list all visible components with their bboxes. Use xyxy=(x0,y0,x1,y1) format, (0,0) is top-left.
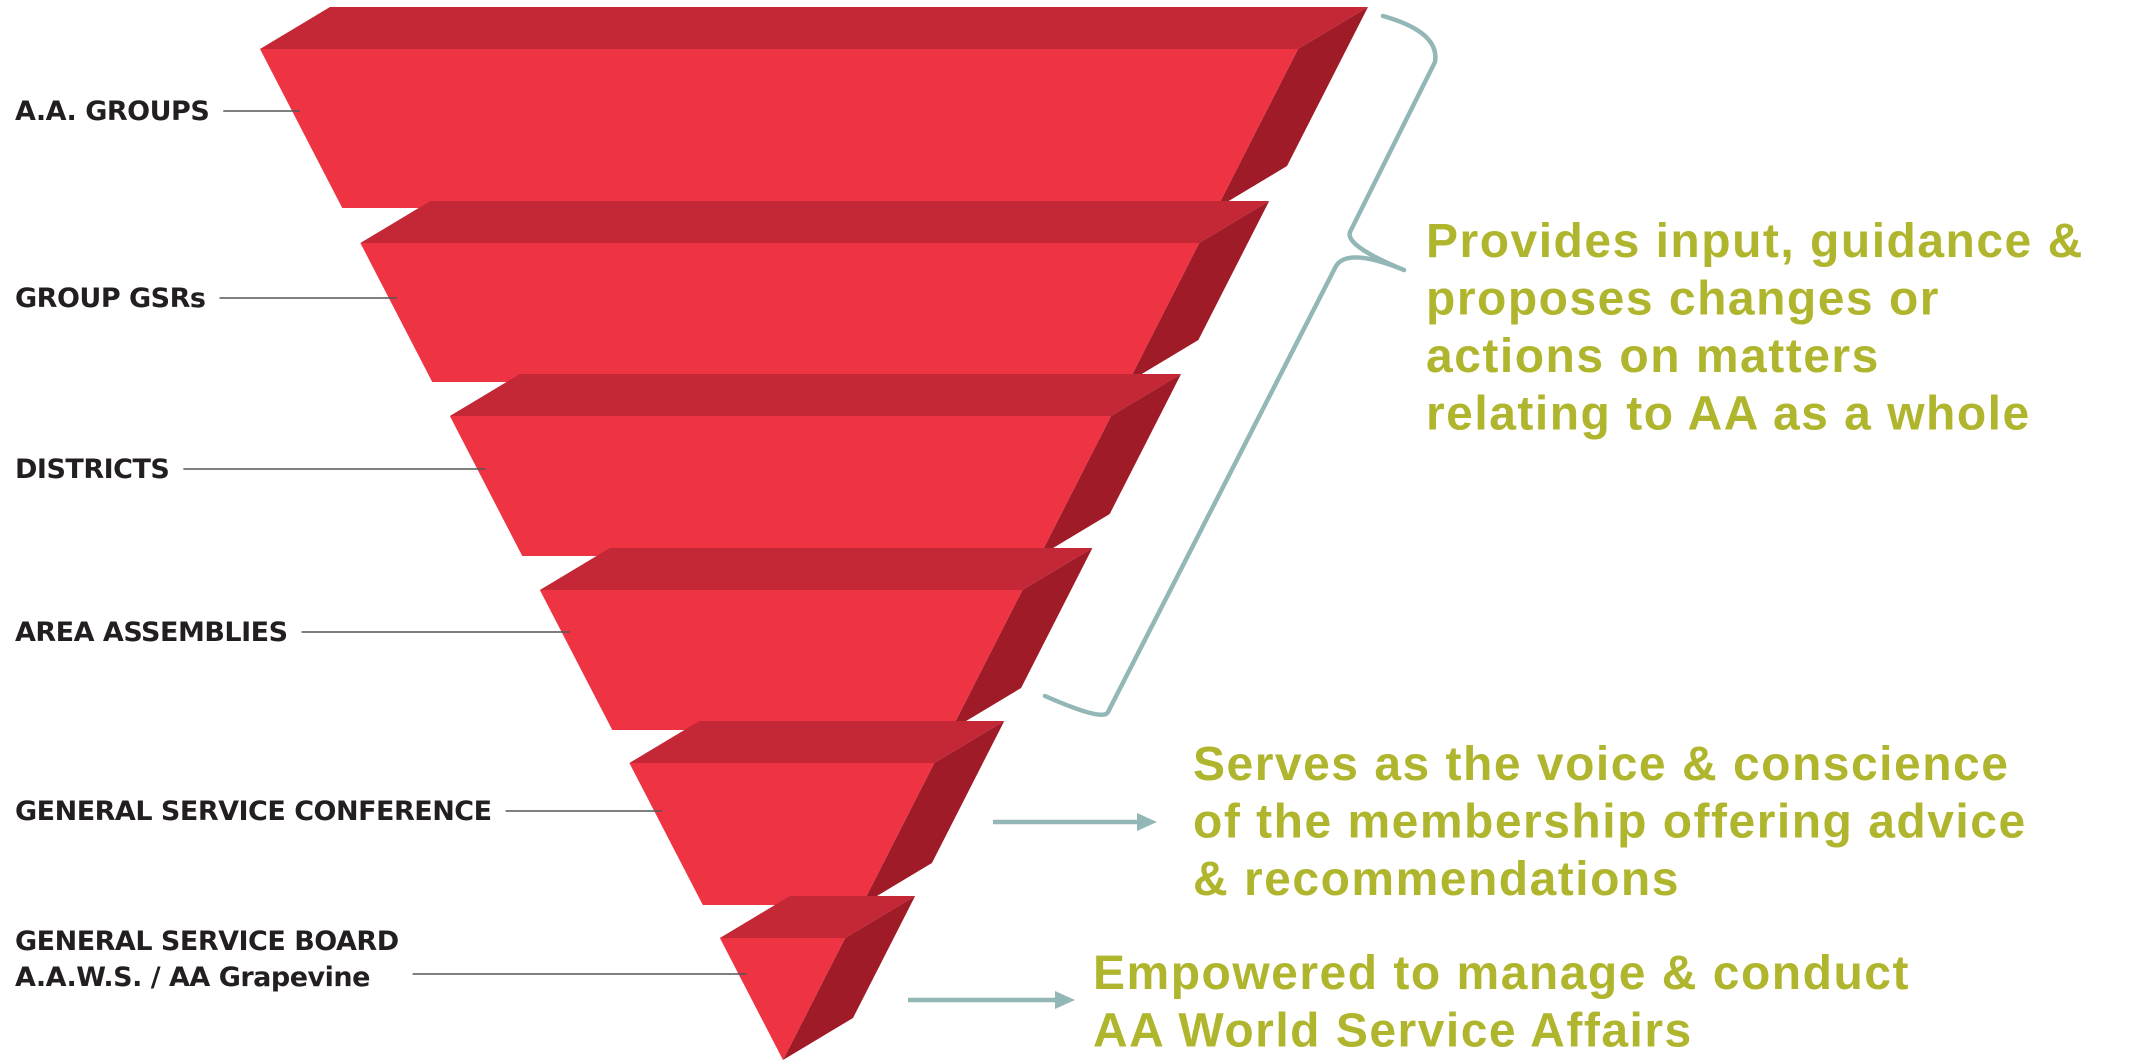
description-line: Serves as the voice & conscience xyxy=(1193,738,2009,791)
arrow-head xyxy=(1137,813,1157,831)
tier-label: GENERAL SERVICE CONFERENCE xyxy=(15,796,492,827)
descriptions: Provides input, guidance &proposes chang… xyxy=(1093,215,2084,1058)
tier-side-face xyxy=(1217,7,1368,208)
tier-top-face xyxy=(719,896,916,938)
tier-label: A.A.W.S. / AA Grapevine xyxy=(15,962,370,993)
tier-top-face xyxy=(260,7,1368,49)
curly-bracket xyxy=(1042,13,1438,717)
label-leader-lines xyxy=(183,110,747,975)
inverted-pyramid xyxy=(260,7,1368,1060)
tier-label: GROUP GSRs xyxy=(15,283,206,314)
tier-label: A.A. GROUPS xyxy=(15,96,209,127)
right-arrow xyxy=(908,991,1075,1009)
tier-top-face xyxy=(449,374,1182,416)
tier-top-face xyxy=(629,721,1005,763)
tier-front-face xyxy=(719,938,846,1060)
description-line: relating to AA as a whole xyxy=(1426,388,2031,441)
description-line: Empowered to manage & conduct xyxy=(1093,947,1910,1000)
pyramid-tier xyxy=(449,374,1182,556)
tier-side-face xyxy=(1128,201,1270,382)
tier-side-face xyxy=(951,548,1093,730)
tier-side-face xyxy=(1039,374,1182,556)
description-line: actions on matters xyxy=(1426,330,1880,383)
arrow-head xyxy=(1055,991,1075,1009)
description-line: of the membership offering advice xyxy=(1193,796,2027,849)
pyramid-tier xyxy=(539,548,1093,730)
pyramid-tier xyxy=(260,7,1368,208)
description-line: AA World Service Affairs xyxy=(1093,1005,1693,1058)
tier-front-face xyxy=(260,49,1298,208)
tier-label: AREA ASSEMBLIES xyxy=(15,617,288,648)
description-input-guidance: Provides input, guidance &proposes chang… xyxy=(1426,215,2084,441)
tier-top-face xyxy=(539,548,1093,590)
description-line: & recommendations xyxy=(1193,853,1680,906)
tier-front-face xyxy=(539,590,1023,730)
tier-front-face xyxy=(360,243,1200,382)
tier-front-face xyxy=(449,416,1112,556)
pyramid-tier xyxy=(719,896,916,1060)
right-arrow xyxy=(993,813,1157,831)
tier-side-face xyxy=(861,721,1005,905)
tier-label: GENERAL SERVICE BOARD xyxy=(15,926,399,957)
pyramid-tier xyxy=(360,201,1270,382)
tier-front-face xyxy=(629,763,935,905)
pyramid-tier xyxy=(629,721,1005,905)
tier-label: DISTRICTS xyxy=(15,454,169,485)
description-line: proposes changes or xyxy=(1426,273,1940,326)
tier-top-face xyxy=(360,201,1270,243)
tier-side-face xyxy=(783,896,916,1060)
connectors xyxy=(908,13,1438,1009)
description-line: Provides input, guidance & xyxy=(1426,215,2084,268)
